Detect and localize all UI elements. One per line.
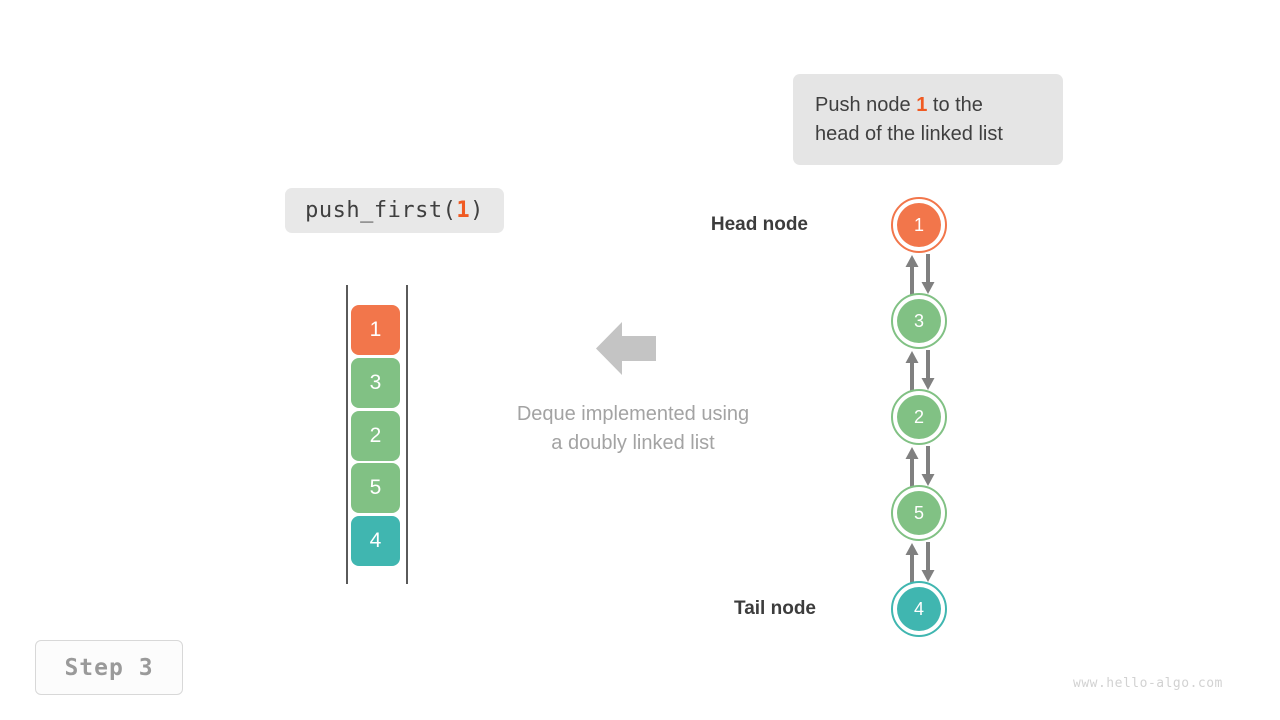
- operation-label: push_first(1): [285, 188, 504, 233]
- callout-line-1-prefix: Push node: [815, 93, 917, 116]
- linked-list-node-disc: 4: [897, 587, 941, 631]
- diagram-caption-line-1: Deque implemented using: [516, 403, 750, 425]
- operation-argument: 1: [456, 198, 471, 223]
- array-cell: 1: [351, 305, 400, 355]
- head-node-label: Head node: [710, 214, 808, 235]
- array-cell: 4: [351, 516, 400, 566]
- array-rail-left: [346, 285, 348, 584]
- callout-line-1-suffix: to the: [927, 93, 983, 116]
- linked-list-node: 4: [891, 581, 947, 637]
- array-cell-value: 1: [369, 318, 382, 341]
- callout-line-1: Push node 1 to the: [815, 91, 1041, 120]
- linked-list-node-value: 3: [913, 310, 924, 331]
- linked-list-node-value: 2: [913, 406, 924, 427]
- diagram-caption-line-2: a doubly linked list: [551, 432, 715, 454]
- linked-list-node: 3: [891, 293, 947, 349]
- array-cell: 3: [351, 358, 400, 408]
- callout-line-2: head of the linked list: [815, 122, 1003, 145]
- linked-list-node: 2: [891, 389, 947, 445]
- linked-list-node-disc: 2: [897, 395, 941, 439]
- linked-list-node-value: 1: [913, 214, 924, 235]
- arrow-left-icon: [596, 322, 656, 375]
- operation-name: push_first: [305, 198, 443, 223]
- array-cell-value: 5: [369, 476, 382, 499]
- callout-box: Push node 1 to the head of the linked li…: [793, 74, 1063, 165]
- step-badge: Step 3: [35, 640, 183, 695]
- tail-node-label: Tail node: [734, 598, 816, 619]
- array-cell: 5: [351, 463, 400, 513]
- diagram-caption: Deque implemented using a doubly linked …: [453, 400, 813, 458]
- linked-list-bidirectional-link: [905, 542, 935, 583]
- linked-list-node-value: 4: [913, 598, 924, 619]
- operation-open-paren: (: [442, 198, 457, 223]
- linked-list-bidirectional-link: [905, 350, 935, 391]
- array-cell-value: 4: [369, 529, 382, 552]
- linked-list-node-disc: 5: [897, 491, 941, 535]
- linked-list-bidirectional-link: [905, 254, 935, 295]
- linked-list-node-value: 5: [913, 502, 924, 523]
- linked-list-node-disc: 3: [897, 299, 941, 343]
- array-cell-value: 2: [369, 424, 382, 447]
- linked-list-node: 1: [891, 197, 947, 253]
- linked-list-node: 5: [891, 485, 947, 541]
- linked-list-node-disc: 1: [897, 203, 941, 247]
- array-cell: 2: [351, 411, 400, 461]
- linked-list-bidirectional-link: [905, 446, 935, 487]
- callout-highlight-value: 1: [916, 93, 928, 116]
- operation-close-paren: ): [470, 198, 484, 223]
- array-rail-right: [406, 285, 408, 584]
- watermark: www.hello-algo.com: [1073, 676, 1223, 691]
- array-cell-value: 3: [369, 371, 382, 394]
